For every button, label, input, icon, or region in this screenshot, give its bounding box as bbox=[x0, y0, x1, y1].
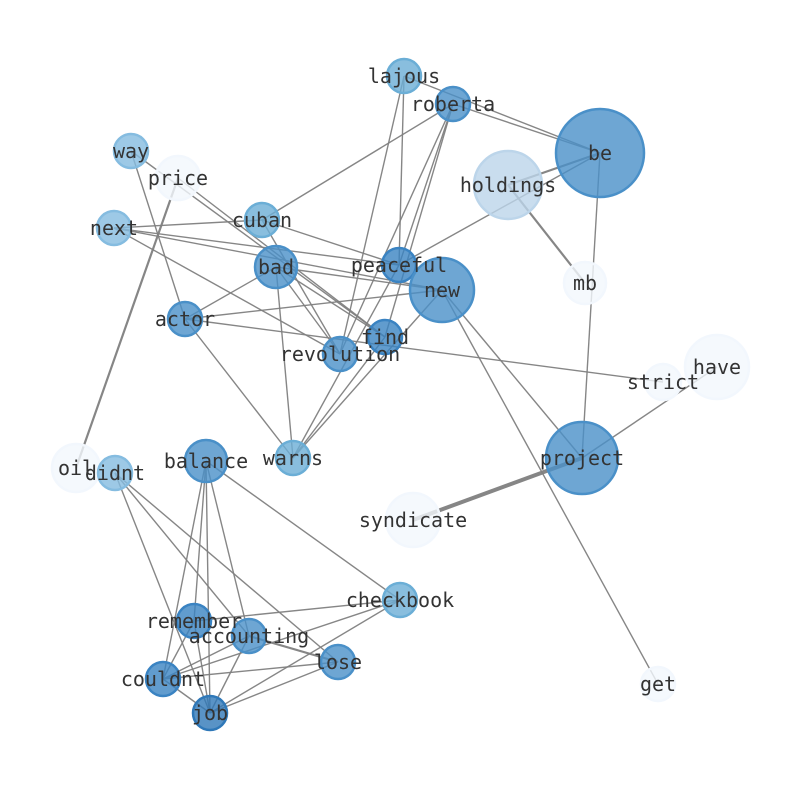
node-label-remember: remember bbox=[146, 609, 242, 633]
node-label-new: new bbox=[424, 278, 461, 302]
node-be[interactable] bbox=[554, 107, 646, 199]
edge-cuban-peaceful bbox=[261, 219, 400, 266]
node-mb[interactable] bbox=[562, 260, 608, 306]
edge-be-project bbox=[581, 152, 601, 459]
node-checkbook[interactable] bbox=[381, 581, 419, 619]
edge-next-peaceful bbox=[113, 227, 400, 266]
node-label-lose: lose bbox=[314, 650, 362, 674]
edge-lajous-revolution bbox=[339, 75, 405, 355]
node-way[interactable] bbox=[112, 132, 150, 170]
node-label-revolution: revolution bbox=[280, 342, 400, 366]
node-lose[interactable] bbox=[319, 643, 357, 681]
node-label-couldnt: couldnt bbox=[121, 667, 205, 691]
edge-warns-find bbox=[292, 336, 386, 459]
edge-warns-new bbox=[292, 289, 443, 459]
node-label-job: job bbox=[192, 701, 228, 725]
node-revolution[interactable] bbox=[321, 335, 359, 373]
node-next[interactable] bbox=[95, 209, 133, 247]
labels: lajous roberta be holdings way price cuban next… bbox=[58, 64, 741, 725]
edge-balance-checkbook bbox=[205, 460, 401, 601]
node-didnt[interactable] bbox=[96, 454, 134, 492]
edge-next-revolution bbox=[113, 227, 341, 355]
edge-couldnt-checkbook bbox=[162, 599, 401, 680]
node-label-peaceful: peaceful bbox=[351, 253, 447, 277]
edge-balance-remember bbox=[193, 460, 207, 622]
node-remember[interactable] bbox=[175, 602, 213, 640]
node-bad[interactable] bbox=[253, 244, 299, 290]
node-warns[interactable] bbox=[274, 439, 312, 477]
edge-roberta-find bbox=[384, 103, 454, 338]
node-job[interactable] bbox=[191, 694, 229, 732]
node-label-roberta: roberta bbox=[411, 92, 495, 116]
node-label-price: price bbox=[148, 166, 208, 190]
edge-price-oil bbox=[74, 177, 180, 469]
node-label-next: next bbox=[90, 216, 138, 240]
node-label-checkbook: checkbook bbox=[346, 588, 454, 612]
node-label-lajous: lajous bbox=[368, 64, 440, 88]
node-label-project: project bbox=[540, 446, 624, 470]
edge-roberta-peaceful bbox=[398, 103, 454, 266]
edge-roberta-revolution bbox=[339, 103, 454, 355]
node-couldnt[interactable] bbox=[144, 660, 182, 698]
node-find[interactable] bbox=[366, 318, 404, 356]
node-actor[interactable] bbox=[166, 300, 204, 338]
node-lajous[interactable] bbox=[385, 57, 423, 95]
node-label-accounting: accounting bbox=[189, 624, 309, 648]
node-label-mb: mb bbox=[573, 271, 597, 295]
edge-lajous-peaceful bbox=[398, 75, 405, 266]
node-syndicate[interactable] bbox=[384, 491, 442, 549]
node-label-didnt: didnt bbox=[85, 461, 145, 485]
node-have[interactable] bbox=[683, 333, 751, 401]
node-label-actor: actor bbox=[155, 307, 215, 331]
edge-roberta-cuban bbox=[261, 103, 454, 221]
edge-balance-accounting bbox=[205, 460, 250, 637]
edge-bad-warns bbox=[275, 266, 294, 459]
node-label-cuban: cuban bbox=[232, 208, 292, 232]
edge-actor-strict bbox=[184, 318, 664, 383]
edge-actor-new bbox=[184, 289, 443, 320]
node-label-bad: bad bbox=[258, 255, 294, 279]
node-label-oil: oil bbox=[58, 456, 94, 480]
edge-didnt-job bbox=[114, 472, 211, 714]
edge-remember-checkbook bbox=[193, 599, 401, 622]
node-holdings[interactable] bbox=[472, 149, 544, 221]
node-label-holdings: holdings bbox=[460, 173, 556, 197]
node-peaceful[interactable] bbox=[380, 246, 418, 284]
node-balance[interactable] bbox=[183, 438, 229, 484]
node-strict[interactable] bbox=[643, 362, 683, 402]
node-label-find: find bbox=[361, 325, 409, 349]
node-label-syndicate: syndicate bbox=[359, 508, 467, 532]
edge-didnt-accounting bbox=[114, 472, 250, 637]
edge-cuban-revolution bbox=[261, 219, 341, 355]
node-cuban[interactable] bbox=[243, 201, 281, 239]
node-label-warns: warns bbox=[263, 446, 323, 470]
node-get[interactable] bbox=[639, 665, 677, 703]
node-project[interactable] bbox=[544, 420, 620, 496]
node-label-balance: balance bbox=[164, 449, 248, 473]
node-new[interactable] bbox=[408, 256, 476, 324]
node-price[interactable] bbox=[154, 154, 202, 202]
node-roberta[interactable] bbox=[434, 85, 472, 123]
edge-couldnt-lose bbox=[162, 661, 339, 680]
nodes bbox=[50, 57, 751, 732]
node-label-be: be bbox=[588, 141, 612, 165]
edge-balance-couldnt bbox=[162, 460, 207, 680]
edge-actor-warns bbox=[184, 318, 294, 459]
node-label-way: way bbox=[113, 139, 149, 163]
edge-job-lose bbox=[209, 661, 339, 714]
edge-didnt-lose bbox=[114, 472, 339, 663]
edge-new-get bbox=[441, 289, 659, 685]
edge-job-checkbook bbox=[209, 599, 401, 714]
node-label-strict: strict bbox=[627, 370, 699, 394]
node-label-get: get bbox=[640, 672, 676, 696]
node-label-have: have bbox=[693, 355, 741, 379]
edge-next-cuban bbox=[113, 219, 263, 229]
node-accounting[interactable] bbox=[230, 617, 268, 655]
